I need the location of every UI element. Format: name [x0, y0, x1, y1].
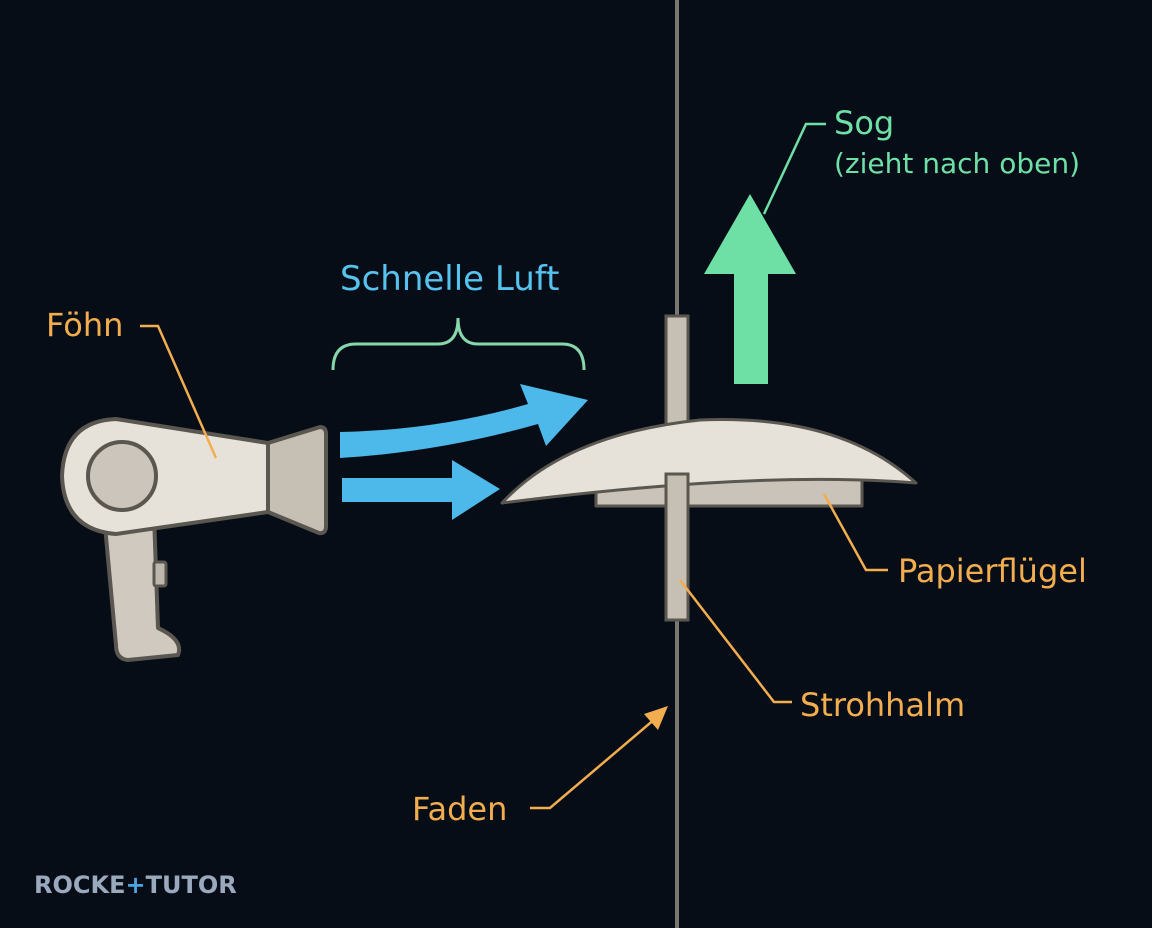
brand-part2: TUTOR	[146, 871, 237, 899]
brand-plus: +	[126, 871, 146, 899]
label-wing: Papierflügel	[898, 552, 1087, 590]
brand-part1: ROCKE	[34, 871, 126, 899]
label-straw: Strohhalm	[800, 686, 965, 724]
fast-air-brace	[331, 317, 586, 371]
paper-wing-top	[500, 418, 918, 505]
paper-wing	[500, 418, 918, 508]
hair-dryer-nozzle	[266, 425, 328, 536]
label-fast-air: Schnelle Luft	[340, 259, 560, 299]
leader-straw	[679, 579, 792, 704]
leader-dryer	[140, 324, 218, 459]
hair-dryer	[60, 417, 328, 662]
air-arrow-lower	[342, 460, 500, 520]
hair-dryer-handle	[102, 513, 181, 662]
air-arrow-upper	[340, 384, 588, 458]
suction-arrow	[704, 194, 796, 384]
leader-thread	[530, 717, 657, 810]
hair-dryer-switch	[152, 560, 168, 588]
straw-bottom	[664, 472, 690, 622]
leader-thread-arrowhead	[644, 706, 668, 730]
label-dryer: Föhn	[46, 306, 123, 344]
hair-dryer-motor-circle	[86, 440, 158, 512]
label-suction: Sog	[834, 104, 894, 142]
label-suction-note: (zieht nach oben)	[834, 147, 1080, 180]
leader-suction	[762, 122, 826, 215]
brand-logo: ROCKE+TUTOR	[34, 871, 237, 899]
label-thread: Faden	[412, 790, 507, 828]
leader-wing	[822, 493, 888, 572]
